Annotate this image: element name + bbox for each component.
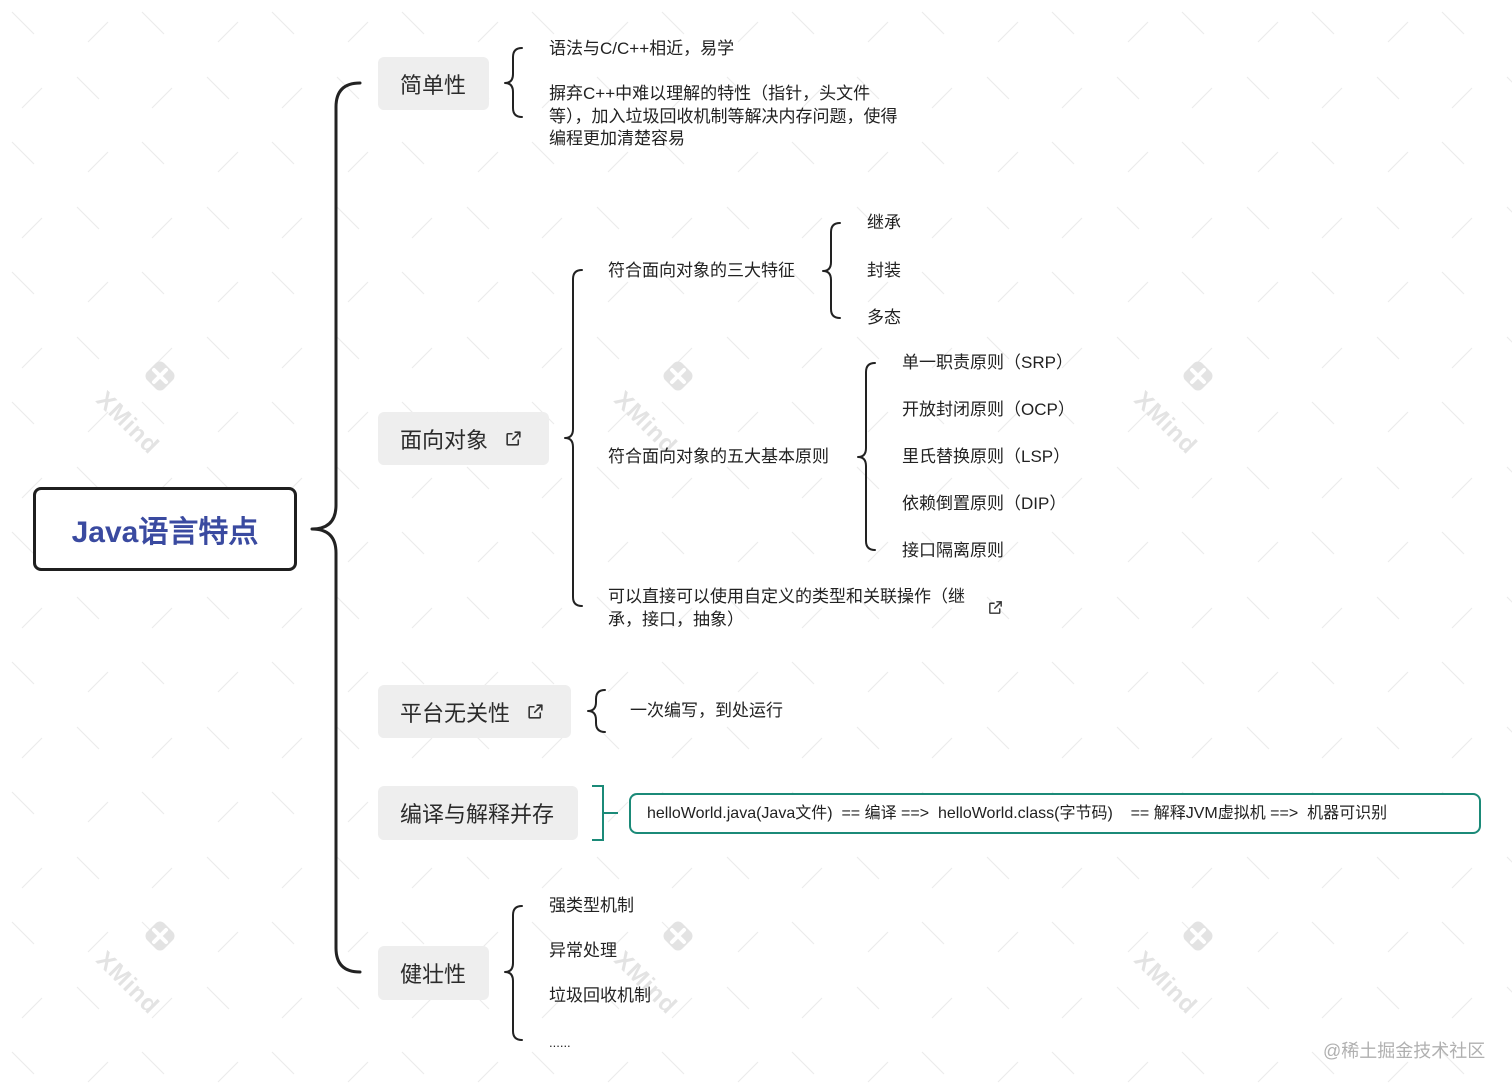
feature-item: 继承 [867,213,901,232]
subtopic-line: 编程更加清楚容易 [549,129,685,148]
subtopic: 强类型机制 [549,896,634,915]
root-brace [310,81,362,974]
external-link-icon[interactable] [504,429,523,448]
subtopic: 异常处理 [549,941,617,960]
topic-label: 健壮性 [400,962,467,987]
xmind-logo-icon [145,361,175,391]
xmind-watermark: XMind [1129,921,1213,1020]
simple-brace [504,47,523,118]
xmind-logo-icon [1183,921,1213,951]
compile-bracket [592,785,618,841]
topic-label: 简单性 [400,72,467,98]
external-link-icon[interactable] [987,599,1004,616]
topic-robust: 健壮性 [378,946,489,1000]
xmind-watermark: XMind [1129,361,1213,460]
topic-platform: 平台无关性 [378,685,571,738]
xmind-watermark: XMind [609,361,693,460]
compile-flow-box: helloWorld.java(Java文件) == 编译 ==> helloW… [629,793,1481,834]
oop-brace [564,269,583,607]
subtopic-line: 可以直接可以使用自定义的类型和关联操作（继 [608,587,965,606]
external-link-icon[interactable] [526,702,545,721]
xmind-logo-icon [663,361,693,391]
topic-label: 平台无关性 [400,700,511,726]
principle-item: 依赖倒置原则（DIP） [902,494,1067,513]
subtopic-custom-types: 可以直接可以使用自定义的类型和关联操作（继 承，接口，抽象） [608,585,965,631]
xmind-logo-icon [145,921,175,951]
principle-item: 接口隔离原则 [902,541,1004,560]
principle-item: 单一职责原则（SRP） [902,353,1073,372]
subtopic-line: 摒弃C++中难以理解的特性（指针，头文件 [549,84,871,103]
topic-oop: 面向对象 [378,412,549,465]
xmind-watermark: XMind [91,361,175,460]
xmind-watermark: XMind [609,921,693,1020]
topic-compile: 编译与解释并存 [378,786,578,840]
subtopic-line: 承，接口，抽象） [608,610,744,629]
topic-simple: 简单性 [378,57,489,110]
root-topic: Java语言特点 [33,487,297,571]
subtopic-features: 符合面向对象的三大特征 [608,261,795,280]
subtopic: 垃圾回收机制 [549,986,651,1005]
principle-item: 开放封闭原则（OCP） [902,400,1075,419]
subtopic-principles: 符合面向对象的五大基本原则 [608,447,829,466]
xmind-watermark: XMind [91,921,175,1020]
subtopic-line: 等），加入垃圾回收机制等解决内存问题，使得 [549,106,898,126]
topic-label: 编译与解释并存 [400,802,555,827]
feature-item: 封装 [867,261,901,280]
features-brace [822,222,841,319]
subtopic: 语法与C/C++相近，易学 [549,39,735,58]
site-watermark: @稀土掘金技术社区 [1323,1041,1486,1061]
xmind-logo-icon [663,921,693,951]
feature-item: 多态 [867,308,901,327]
xmind-logo-icon [1183,361,1213,391]
principle-item: 里氏替换原则（LSP） [902,447,1071,466]
topic-label: 面向对象 [400,427,489,453]
platform-brace [587,689,606,733]
subtopic-ellipsis: ...... [549,1035,571,1050]
subtopic-multiline: 摒弃C++中难以理解的特性（指针，头文件 等），加入垃圾回收机制等解决内存问题，… [549,83,898,151]
subtopic: 一次编写，到处运行 [630,701,783,720]
principles-brace [857,362,876,551]
robust-brace [504,905,523,1041]
